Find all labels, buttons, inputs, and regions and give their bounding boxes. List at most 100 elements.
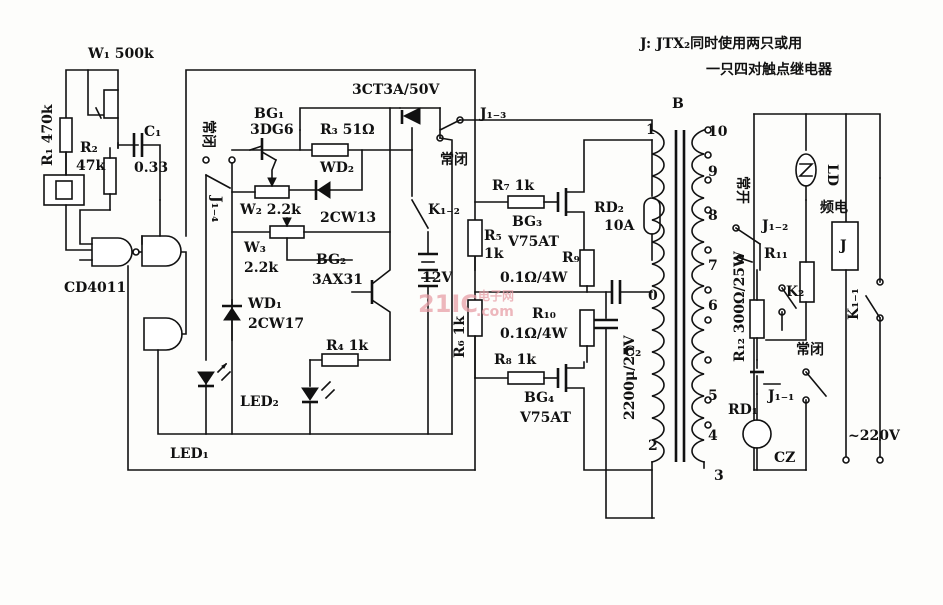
r4-resistor: [321, 353, 359, 367]
r12-resistor: [749, 299, 765, 339]
r3-label: R₃ 51Ω: [320, 122, 375, 138]
no-right-label: 常开: [734, 176, 751, 204]
j-relay-coil: [831, 221, 859, 271]
c2-label: C₂: [624, 344, 641, 360]
tap-9: 9: [708, 164, 718, 180]
tap-0: 0: [648, 288, 658, 304]
r9-resistor: [579, 249, 595, 287]
note-line1: J: JTX₂同时使用两只或用: [638, 35, 802, 52]
rd2-value: 10A: [604, 218, 635, 234]
mains-label: ~220V: [848, 428, 901, 444]
scr-label: 3CT3A/50V: [352, 82, 441, 98]
note-line2: 一只四对触点继电器: [706, 61, 833, 78]
watermark: 21IC 电子网 .com: [418, 288, 514, 320]
tap-10: 10: [708, 124, 728, 140]
r6-label: R₆ 1k: [452, 316, 468, 358]
tap-3: 3: [714, 468, 724, 484]
r7-label: R₇ 1k: [492, 178, 534, 194]
rd1-label: RD₁: [728, 402, 758, 418]
led2-label: LED₂: [240, 394, 279, 410]
ld-label: LD: [824, 164, 840, 186]
r10-label: R₁₀: [532, 306, 556, 322]
r7-resistor: [507, 195, 545, 209]
right-section-wiring: [732, 113, 884, 471]
wd1-type: 2CW17: [248, 316, 304, 332]
r5-value: 1k: [484, 246, 504, 262]
c1-value: 0.33: [134, 160, 168, 176]
led1-label: LED₁: [170, 446, 209, 462]
w1-potentiometer: [103, 89, 119, 119]
rd2-fuse: [643, 197, 661, 235]
tap-5: 5: [708, 388, 718, 404]
j14-label: J₁₋₄: [208, 194, 224, 222]
wd2-type: 2CW13: [320, 210, 376, 226]
wd2-label: WD₂: [319, 160, 354, 176]
rd2-label: RD₂: [594, 200, 624, 216]
nc-right-label: 常闭: [796, 341, 824, 358]
w3-value: 2.2k: [244, 260, 278, 276]
cd4011-label: CD4011: [64, 280, 126, 296]
bg3-label: BG₃: [512, 214, 542, 230]
cd4011-gate1: [91, 237, 133, 267]
r9-value: 0.1Ω/4W: [500, 270, 568, 286]
bg4-label: BG₄: [524, 390, 554, 406]
r2-value: 47k: [76, 158, 105, 174]
k11-label: K₁₋₁: [846, 288, 862, 320]
c2-value: 2200μ/25V: [622, 334, 638, 420]
transformer-label: B: [672, 96, 684, 112]
w2-label: W₂ 2.2k: [239, 202, 301, 218]
watermark-cn: 电子网: [478, 288, 514, 303]
r3-resistor: [311, 143, 349, 157]
cd4011-gate2: [141, 235, 182, 267]
power-section-wiring: [467, 139, 661, 519]
nc-mid-label: 常闭: [440, 151, 468, 168]
r9-label: R₉: [562, 250, 580, 266]
w3-potentiometer: [269, 225, 305, 239]
freq-label: 频电: [820, 199, 848, 216]
r5-resistor: [467, 219, 483, 257]
nc-left-label: 常闭: [200, 120, 217, 148]
r8-label: R₈ 1k: [494, 352, 536, 368]
r11-resistor: [799, 261, 815, 303]
j12-label: J₁₋₂: [760, 218, 788, 234]
tap-4: 4: [708, 428, 718, 444]
r8-resistor: [507, 371, 545, 385]
w1-label: W₁ 500k: [87, 46, 154, 62]
j11-label: J₁₋₁: [766, 388, 794, 404]
bg2-label: BG₂: [316, 252, 346, 268]
r2-resistor: [103, 157, 117, 195]
c1-label: C₁: [144, 124, 161, 140]
transformer: [650, 126, 712, 519]
tap-1: 1: [646, 122, 656, 138]
bg1-type: 3DG6: [250, 122, 294, 138]
j-relay-label: J: [838, 238, 847, 254]
bg1-label: BG₁: [254, 106, 284, 122]
r11-label: R₁₁: [764, 246, 788, 262]
tap-6: 6: [708, 298, 718, 314]
r2-label: R₂: [80, 140, 98, 156]
j13-label: J₁₋₃: [478, 106, 506, 122]
left-section-wiring: [43, 69, 476, 471]
bg3-type: V75AT: [507, 234, 559, 250]
r1-resistor: [59, 117, 73, 153]
labels: J: JTX₂同时使用两只或用 一只四对触点继电器 W₁ 500k R₁ 470…: [40, 35, 901, 484]
r10-resistor: [579, 309, 595, 347]
r1-label: R₁ 470k: [40, 104, 56, 166]
k2-label: K₂: [786, 284, 804, 300]
watermark-url: .com: [476, 304, 514, 320]
tap-8: 8: [708, 208, 718, 224]
bg2-type: 3AX31: [312, 272, 363, 288]
r10-value: 0.1Ω/4W: [500, 326, 568, 342]
r5-label: R₅: [484, 228, 502, 244]
bg4-type: V75AT: [519, 410, 571, 426]
tap-7: 7: [708, 258, 718, 274]
w3-label: W₃: [243, 240, 266, 256]
watermark-logo: 21IC: [418, 290, 478, 318]
battery-label: 12V: [422, 270, 453, 286]
tap-2: 2: [648, 438, 658, 454]
rd1-fuse: [742, 419, 772, 449]
w2-potentiometer: [254, 185, 290, 199]
cz-label: CZ: [774, 450, 795, 466]
